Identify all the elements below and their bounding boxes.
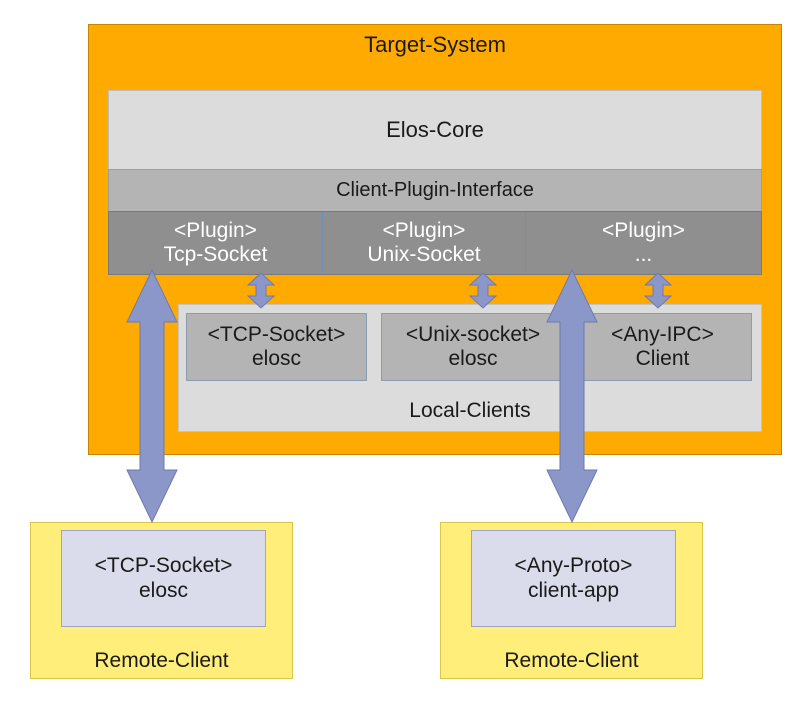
remote-client-label-1: Remote-Client [94,649,229,672]
remote-client-stereotype: <TCP-Socket> [94,554,233,578]
plugin-tcp-socket: <Plugin> Tcp-Socket [109,212,323,274]
remote-client-stereotype: <Any-Proto> [514,554,633,578]
local-client-name: elosc [448,347,498,370]
local-clients-label: Local-Clients [409,399,531,422]
plugin-unix-socket: <Plugin> Unix-Socket [323,212,526,274]
plugin-stereotype: <Plugin> [382,218,466,242]
remote-client-name: client-app [527,578,620,602]
remote-client-app-2: <Any-Proto> client-app [471,530,676,627]
local-client-name: Client [635,347,690,370]
remote-client-app-1: <TCP-Socket> elosc [61,530,266,627]
local-client-any-ipc: <Any-IPC> Client [573,313,752,381]
local-client-stereotype: <TCP-Socket> [207,322,346,346]
target-system-title: Target-System [364,32,506,57]
local-client-unix-elosc: <Unix-socket> elosc [381,313,565,381]
plugin-name: ... [634,243,653,266]
plugin-stereotype: <Plugin> [602,218,685,242]
plugin-name: Unix-Socket [367,243,481,266]
plugin-other: <Plugin> ... [526,212,761,274]
remote-client-name: elosc [138,578,189,602]
plugin-name: Tcp-Socket [163,243,268,266]
local-client-stereotype: <Unix-socket> [405,322,541,346]
remote-client-label-2: Remote-Client [504,649,639,672]
plugin-row [108,211,762,275]
client-plugin-interface-bar: Client-Plugin-Interface [108,169,762,212]
local-client-stereotype: <Any-IPC> [611,322,714,346]
elos-core-box: Elos-Core [108,90,762,170]
local-client-tcp-elosc: <TCP-Socket> elosc [186,313,367,381]
local-client-name: elosc [251,347,302,370]
plugin-stereotype: <Plugin> [174,218,257,242]
